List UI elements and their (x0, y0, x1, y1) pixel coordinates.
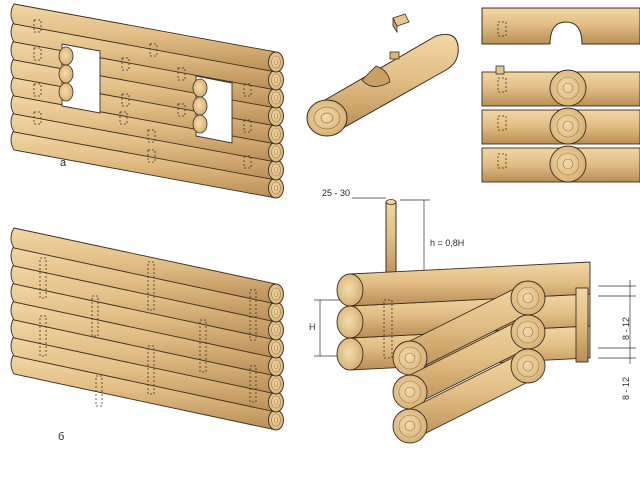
log-end (268, 337, 284, 359)
log-end (268, 123, 284, 145)
dowel-hidden-line (243, 155, 252, 169)
log (10, 93, 284, 163)
corner-dowel-hidden-line (383, 299, 393, 359)
log-end (192, 96, 208, 116)
log-end (58, 64, 74, 84)
dowel-hidden-line (243, 83, 252, 97)
dowel-hidden-line (147, 129, 156, 143)
log-end (268, 51, 284, 73)
section-log (481, 107, 640, 145)
dowel-hidden-line (39, 257, 47, 299)
corner-log-front (392, 348, 546, 444)
log (10, 317, 284, 395)
log-end (268, 373, 284, 395)
wall-b-with-dowels (10, 227, 284, 431)
log-end (268, 283, 284, 305)
log-end (268, 177, 284, 199)
log-end (268, 159, 284, 181)
log-end (268, 87, 284, 109)
dowel-hidden-line (199, 319, 207, 373)
dowel-hidden-line (249, 365, 257, 403)
dowel-hidden-line (243, 119, 252, 133)
dowel-hidden-line (497, 77, 507, 93)
log (10, 335, 284, 413)
log-end (268, 141, 284, 163)
dowel-block (392, 13, 410, 34)
log (10, 3, 284, 73)
dowel-hidden-line (177, 103, 186, 117)
corner-log-front (392, 314, 546, 410)
dowel-hidden-line (147, 149, 156, 163)
log-end (268, 409, 284, 431)
log-end (58, 46, 74, 66)
section-dowel (495, 65, 505, 75)
log-end (268, 301, 284, 323)
log (10, 227, 284, 305)
gap-bottom-label: 8 - 12 (621, 377, 631, 400)
dowel-hidden-line (121, 57, 130, 71)
section-view-notched-log (481, 7, 640, 45)
dowel-hidden-line (33, 111, 42, 125)
single-log-with-notch (306, 33, 459, 137)
log-end (268, 319, 284, 341)
log (10, 299, 284, 377)
section-view-stacked-logs (481, 65, 640, 183)
log (10, 129, 284, 199)
dowel-hidden-line (497, 115, 507, 131)
dowel-hidden-line (95, 375, 103, 407)
log-end (268, 355, 284, 377)
gap-top-label: 8 - 12 (621, 317, 631, 340)
dowel-height-label: h = 0,8H (430, 238, 464, 248)
log-end (58, 82, 74, 102)
dowel-hidden-line (177, 67, 186, 81)
wall-b-label: б (58, 431, 64, 443)
dowel-hidden-line (121, 93, 130, 107)
wall-a-with-openings (10, 3, 284, 199)
dowel-hidden-line (147, 261, 155, 311)
log-end (192, 78, 208, 98)
log (10, 353, 284, 431)
dowel-hidden-line (33, 19, 42, 33)
dowel-pin (385, 199, 397, 281)
log-end (268, 105, 284, 127)
corner-joint-assembly (336, 261, 591, 444)
dowel-hidden-line (33, 47, 42, 61)
section-log (481, 69, 640, 107)
wall-a-label: а (60, 157, 67, 169)
log-end (268, 391, 284, 413)
log-end (192, 114, 208, 134)
section-log (481, 145, 640, 183)
dowel-hidden-line (33, 83, 42, 97)
dowel-hidden-line (119, 111, 128, 125)
dowel-diameter-label: 25 - 30 (322, 188, 350, 198)
dowel-hidden-line (39, 315, 47, 357)
dowel-hidden-line (147, 345, 155, 395)
dowel-hidden-line (149, 43, 158, 57)
wall-height-label: H (309, 322, 316, 332)
dowel-hidden-line (91, 295, 99, 337)
log-end (268, 69, 284, 91)
log (10, 111, 284, 181)
corner-dowel (575, 287, 589, 363)
dowel-hidden-line (497, 153, 507, 169)
corner-log-front (392, 280, 546, 376)
log (10, 245, 284, 323)
